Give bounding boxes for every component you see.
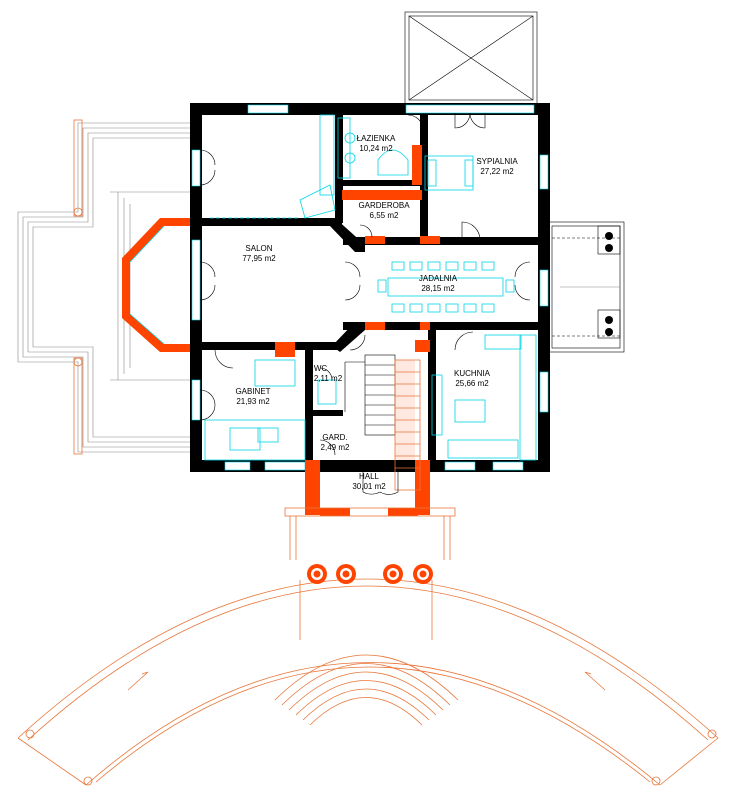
room-name: ŁAZIENKA	[356, 134, 396, 143]
room-name: SYPIALNIA	[476, 157, 518, 166]
room-area: 2,11 m2	[313, 374, 343, 383]
room-name: JADALNIA	[418, 274, 458, 283]
room-name: GABINET	[235, 387, 271, 396]
room-area: 21,93 m2	[236, 397, 270, 406]
room-area: 6,55 m2	[369, 211, 399, 220]
room-area: 28,15 m2	[421, 284, 455, 293]
salon-bay	[122, 218, 190, 352]
right-terrace	[547, 221, 625, 353]
room-area: 27,22 m2	[480, 167, 514, 176]
room-label-lazienka: ŁAZIENKA 10,24 m2	[357, 134, 396, 154]
front-columns	[307, 564, 433, 584]
room-label-sypialnia: SYPIALNIA 27,22 m2	[476, 157, 517, 177]
room-area: 25,66 m2	[455, 379, 489, 388]
room-label-kuchnia: KUCHNIA 25,66 m2	[454, 369, 490, 389]
room-name: GARDEROBA	[358, 201, 410, 210]
room-name: GARD.	[322, 433, 348, 442]
room-label-jadalnia: JADALNIA 28,15 m2	[419, 274, 457, 294]
room-name: WC	[313, 364, 328, 373]
room-label-hall: HALL 30,01 m2	[352, 472, 385, 492]
room-name: KUCHNIA	[453, 369, 491, 378]
door-swings	[199, 112, 531, 495]
room-name: SALON	[245, 244, 273, 253]
left-terrace	[17, 119, 190, 455]
accent-pillars	[275, 145, 440, 516]
top-balcony	[404, 11, 538, 105]
front-terrace	[17, 507, 719, 786]
room-area: 10,24 m2	[359, 144, 393, 153]
stairs	[344, 354, 421, 491]
room-label-gabinet: GABINET 21,93 m2	[235, 387, 270, 407]
fixtures	[204, 114, 537, 461]
room-area: 30,01 m2	[352, 482, 386, 491]
room-label-gard: GARD. 2,49 m2	[321, 433, 350, 453]
room-area: 2,49 m2	[320, 443, 350, 452]
room-label-salon: SALON 77,95 m2	[242, 244, 275, 264]
room-label-garderoba: GARDEROBA 6,55 m2	[358, 201, 409, 221]
room-label-wc: WC 2,11 m2	[314, 364, 342, 384]
room-name: HALL	[358, 472, 380, 481]
room-area: 77,95 m2	[242, 254, 276, 263]
windows	[191, 104, 549, 471]
